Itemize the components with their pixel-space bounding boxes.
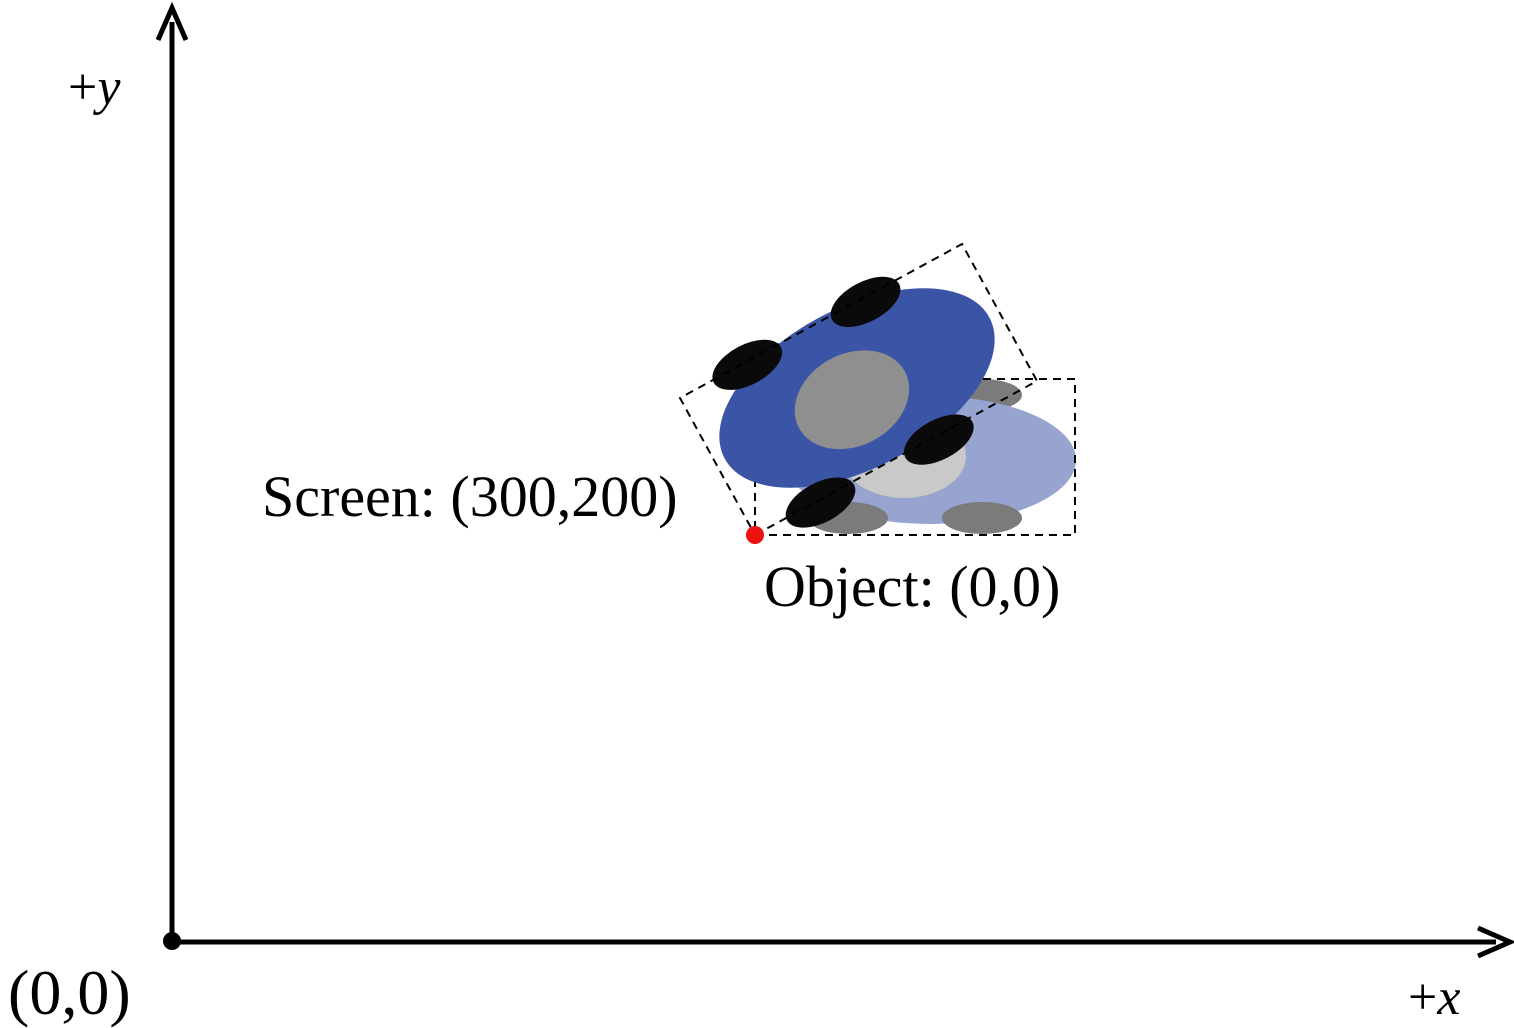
x-axis-label-sign: +	[1408, 969, 1437, 1026]
y-axis-label-sign: +	[68, 59, 97, 116]
axes	[155, 1, 1514, 959]
y-axis-label: +y	[68, 59, 121, 116]
origin-label: (0,0)	[8, 957, 131, 1028]
object-coordinate-label: Object: (0,0)	[764, 554, 1060, 619]
rotated-bounding-box	[678, 242, 1039, 537]
screen-coordinate-label: Screen: (300,200)	[262, 464, 678, 529]
rotated-hub	[794, 350, 910, 450]
original-wheel-bottom-right	[942, 502, 1022, 534]
rotated-wheel-bottom-left	[785, 477, 856, 528]
rotated-wheel-bottom-right	[903, 414, 974, 465]
rotated-wheel-top-right	[830, 276, 901, 327]
y-axis-label-var: y	[92, 59, 121, 116]
object-origin-point	[746, 526, 764, 544]
x-axis-label: +x	[1408, 969, 1460, 1026]
y-axis-arrowhead	[155, 1, 189, 42]
x-axis-label-var: x	[1436, 969, 1460, 1026]
origin-dot	[163, 932, 181, 950]
x-axis-arrowhead	[1476, 925, 1514, 959]
